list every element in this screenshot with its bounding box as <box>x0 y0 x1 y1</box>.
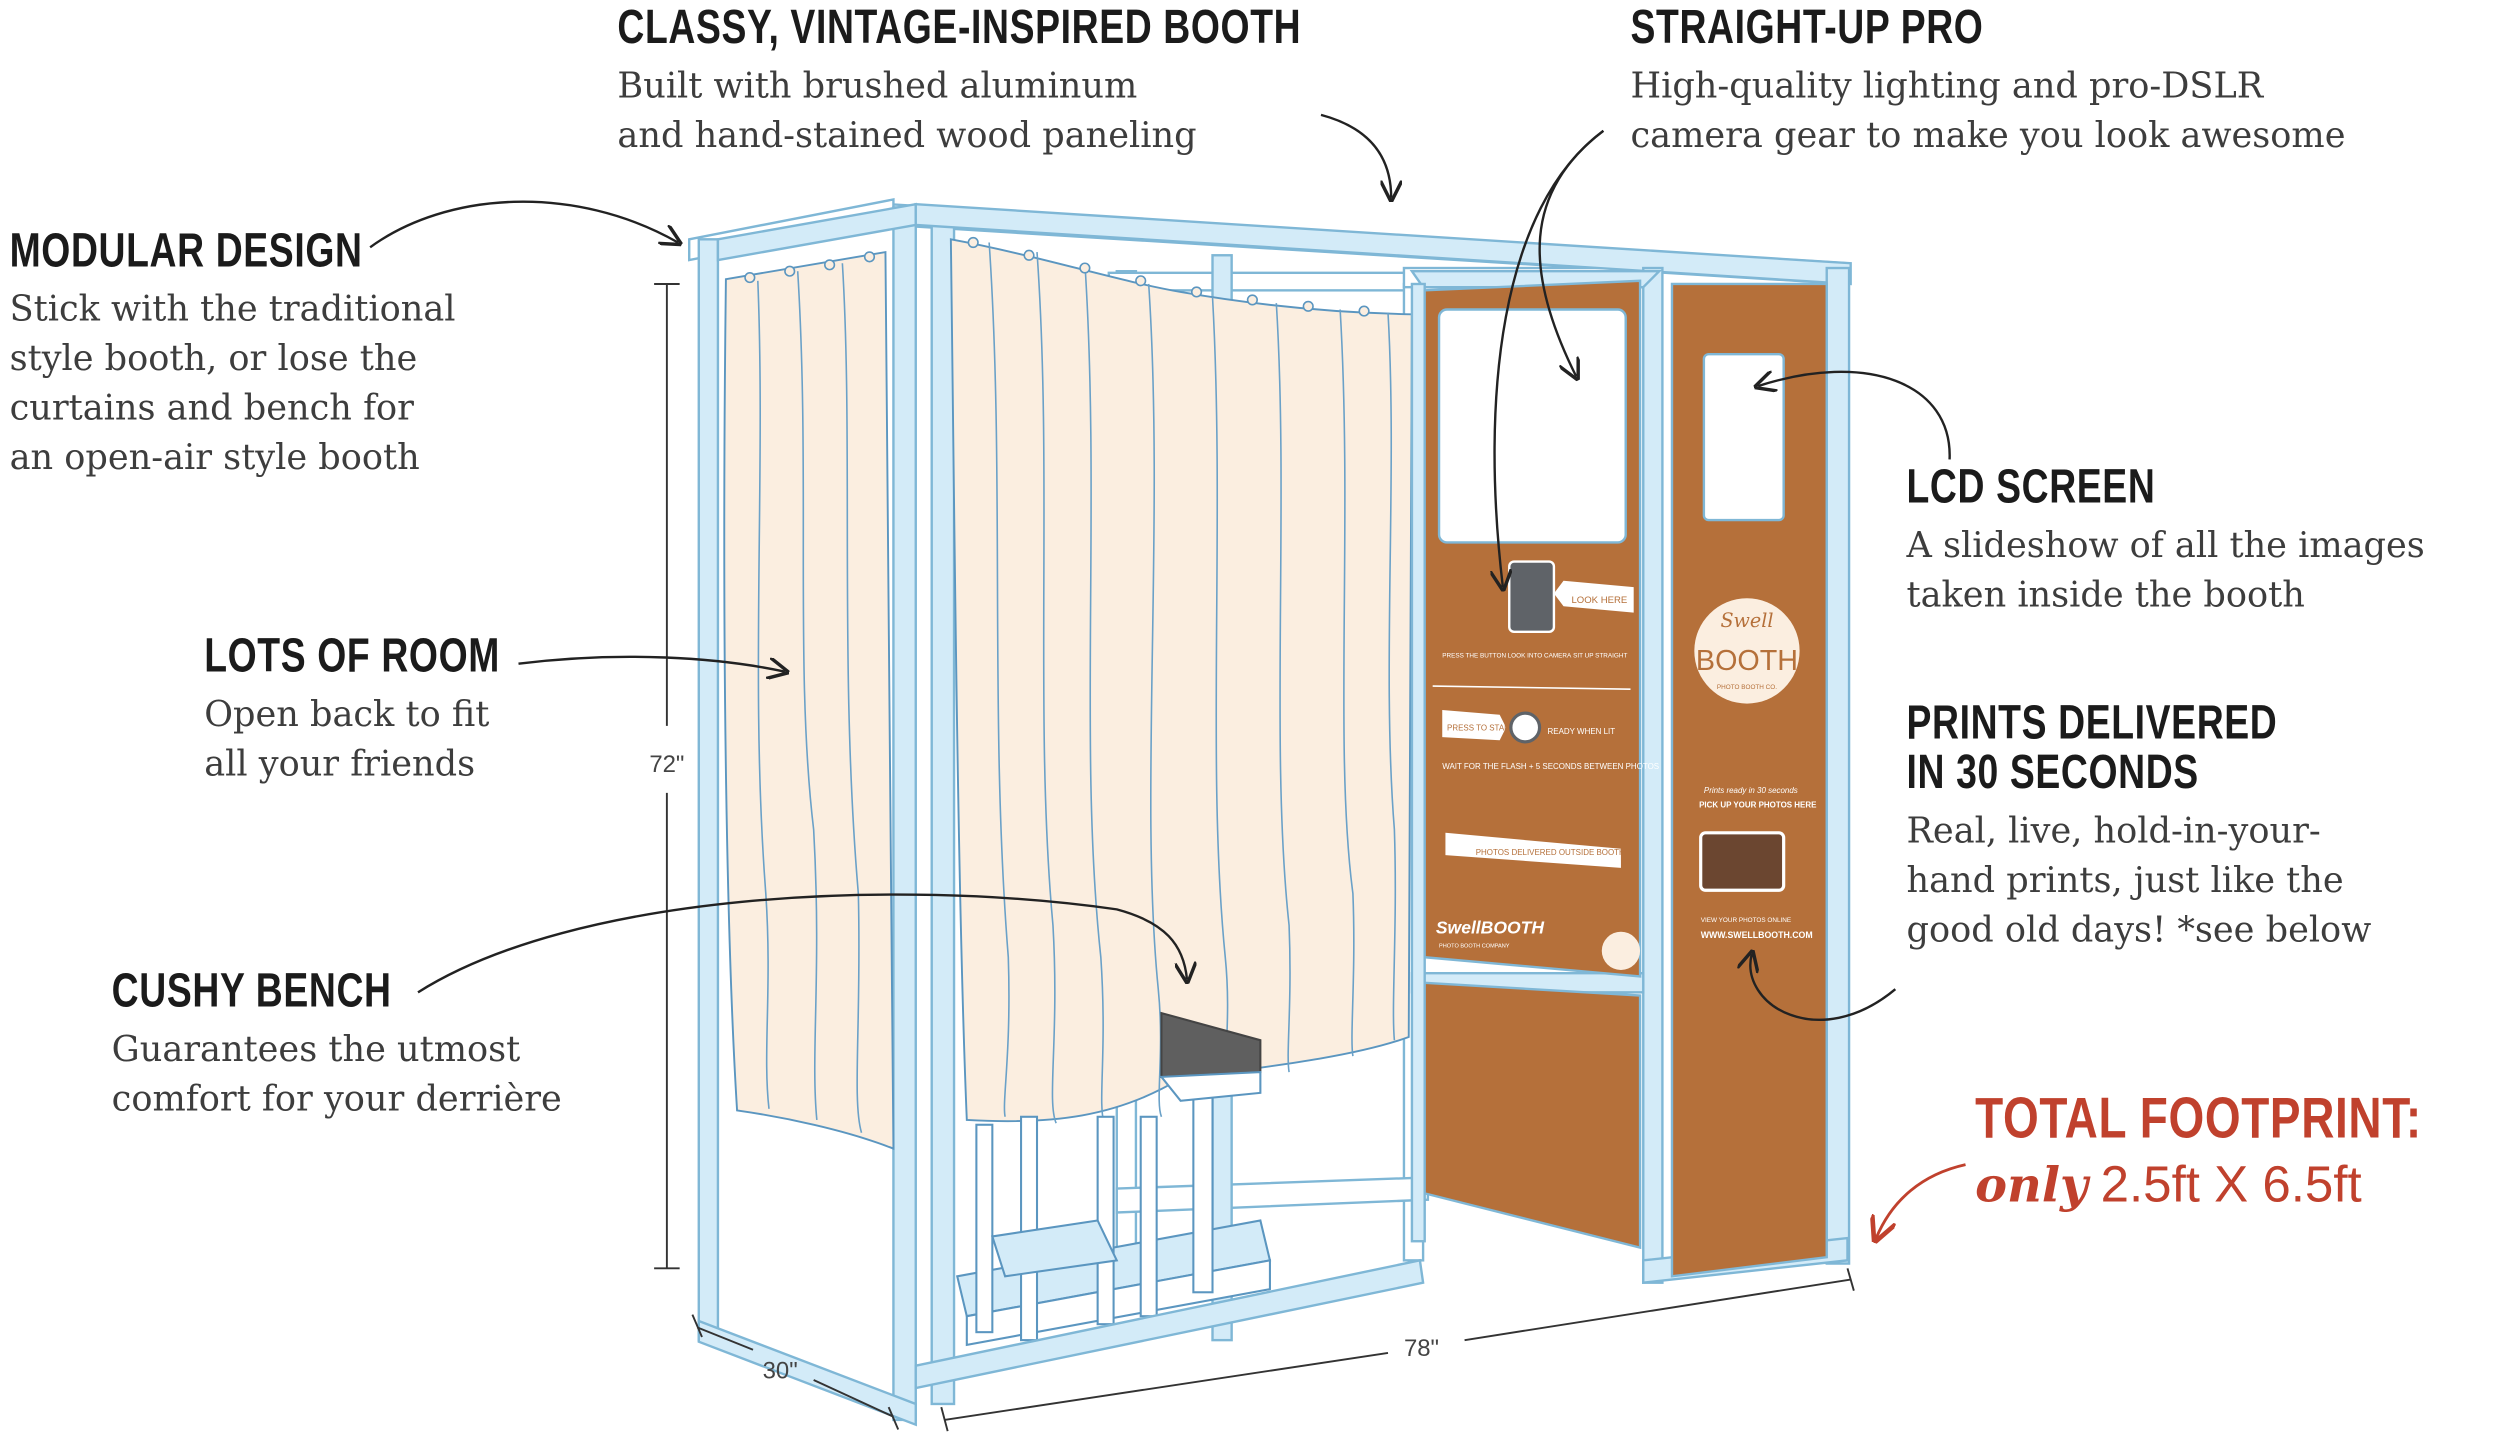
pro-heading: STRAIGHT-UP PRO <box>1630 1 1984 55</box>
pro-text: High-quality lighting and pro-DSLR camer… <box>1630 67 2346 157</box>
ready-label: READY WHEN LIT <box>1548 727 1616 736</box>
prints-arrow <box>1750 954 1897 1021</box>
prints-text: Real, live, hold-in-your- hand prints, j… <box>1906 812 2372 951</box>
lcd-heading: LCD SCREEN <box>1906 461 2156 514</box>
lcd-arrow <box>1758 372 1951 460</box>
delivered-label: PHOTOS DELIVERED OUTSIDE BOOTH <box>1476 848 1625 857</box>
website-label: WWW.SWELLBOOTH.COM <box>1701 930 1813 940</box>
step3-label: SIT UP STRAIGHT <box>1573 652 1627 659</box>
room-heading: LOTS OF ROOM <box>204 630 500 683</box>
pro-arrow-2 <box>1538 129 1605 377</box>
modular-heading: MODULAR DESIGN <box>9 224 363 278</box>
look-here-tag <box>1553 580 1634 613</box>
room-callout: LOTS OF ROOM Open back to fit all your f… <box>204 632 583 790</box>
panel-brand-sub: PHOTO BOOTH COMPANY <box>1439 944 1510 950</box>
press-to-start-label: PRESS TO START <box>1447 724 1515 733</box>
delivered-tag <box>1445 832 1621 868</box>
classy-text: Built with brushed aluminum and hand-sta… <box>617 67 1197 157</box>
bench-text: Guarantees the utmost comfort for your d… <box>111 1030 562 1120</box>
main-panel-details: LOOK HERE PRESS THE BUTTON LOOK INTO CAM… <box>1432 308 1659 971</box>
side-logo-badge <box>1694 598 1800 704</box>
side-logo-main: BOOTH <box>1696 645 1798 677</box>
side-logo-top: Swell <box>1720 609 1773 632</box>
modular-arrow <box>369 200 678 249</box>
look-here-label: LOOK HERE <box>1571 595 1627 606</box>
classy-callout: CLASSY, VINTAGE-INSPIRED BOOTH Built wit… <box>617 3 1494 161</box>
room-arrow <box>518 655 785 672</box>
side-panel-details: Swell BOOTH PHOTO BOOTH CO. Prints ready… <box>1694 352 1816 940</box>
press-to-start-tag <box>1442 709 1507 741</box>
bench <box>955 1011 1272 1347</box>
step1-label: PRESS THE BUTTON <box>1442 652 1506 659</box>
booth-frame-front <box>914 202 1852 1390</box>
classy-arrow <box>1320 113 1391 198</box>
lower-panel <box>1423 981 1642 1250</box>
bench-heading: CUSHY BENCH <box>111 965 392 1018</box>
bench-callout: CUSHY BENCH Guarantees the utmost comfor… <box>112 967 562 1125</box>
footprint-dims: 2.5ft X 6.5ft <box>2100 1155 2362 1213</box>
camera-lens <box>1508 560 1556 633</box>
depth-line-right <box>813 1379 894 1418</box>
side-logo-sub: PHOTO BOOTH CO. <box>1717 684 1777 691</box>
start-button <box>1509 711 1542 744</box>
curtain <box>723 236 1413 1151</box>
width-line-left <box>944 1351 1389 1421</box>
side-panel <box>1670 282 1828 1278</box>
room-text: Open back to fit all your friends <box>204 695 490 785</box>
width-line-right <box>1464 1278 1851 1342</box>
lcd-text: A slideshow of all the images taken insi… <box>1906 526 2425 616</box>
dimension-lines <box>654 283 1855 1432</box>
pro-callout: STRAIGHT-UP PRO High-quality lighting an… <box>1630 3 2345 161</box>
width-label: 78" <box>1404 1335 1439 1362</box>
pickup-line1: Prints ready in 30 seconds <box>1704 786 1798 795</box>
panel-seal <box>1601 931 1641 971</box>
footprint-title: TOTAL FOOTPRINT: <box>1975 1084 2422 1151</box>
lcd-screen <box>1702 352 1785 522</box>
view-online-label: VIEW YOUR PHOTOS ONLINE <box>1701 917 1791 924</box>
classy-heading: CLASSY, VINTAGE-INSPIRED BOOTH <box>617 1 1302 55</box>
height-label: 72" <box>649 751 684 778</box>
footprint-only: only <box>1975 1158 2088 1215</box>
print-slot <box>1699 831 1786 892</box>
modular-text: Stick with the traditional style booth, … <box>9 290 456 479</box>
step2-label: LOOK INTO CAMERA <box>1508 652 1572 659</box>
depth-label: 30" <box>763 1357 798 1384</box>
prints-callout: PRINTS DELIVERED IN 30 SECONDS Real, liv… <box>1907 699 2383 956</box>
lcd-callout: LCD SCREEN A slideshow of all the images… <box>1907 463 2425 621</box>
depth-line-left <box>696 1326 754 1351</box>
footprint-arrow <box>1876 1163 1966 1238</box>
bench-arrow <box>417 893 1187 994</box>
panel-brand: SwellBOOTH <box>1436 917 1544 937</box>
callout-arrows <box>369 113 1951 1021</box>
pickup-line2: PICK UP YOUR PHOTOS HERE <box>1699 800 1816 809</box>
camera-window <box>1437 308 1627 544</box>
modular-callout: MODULAR DESIGN Stick with the traditiona… <box>10 227 463 484</box>
wait-label: WAIT FOR THE FLASH + 5 SECONDS BETWEEN P… <box>1442 762 1659 771</box>
prints-heading: PRINTS DELIVERED IN 30 SECONDS <box>1906 697 2278 800</box>
